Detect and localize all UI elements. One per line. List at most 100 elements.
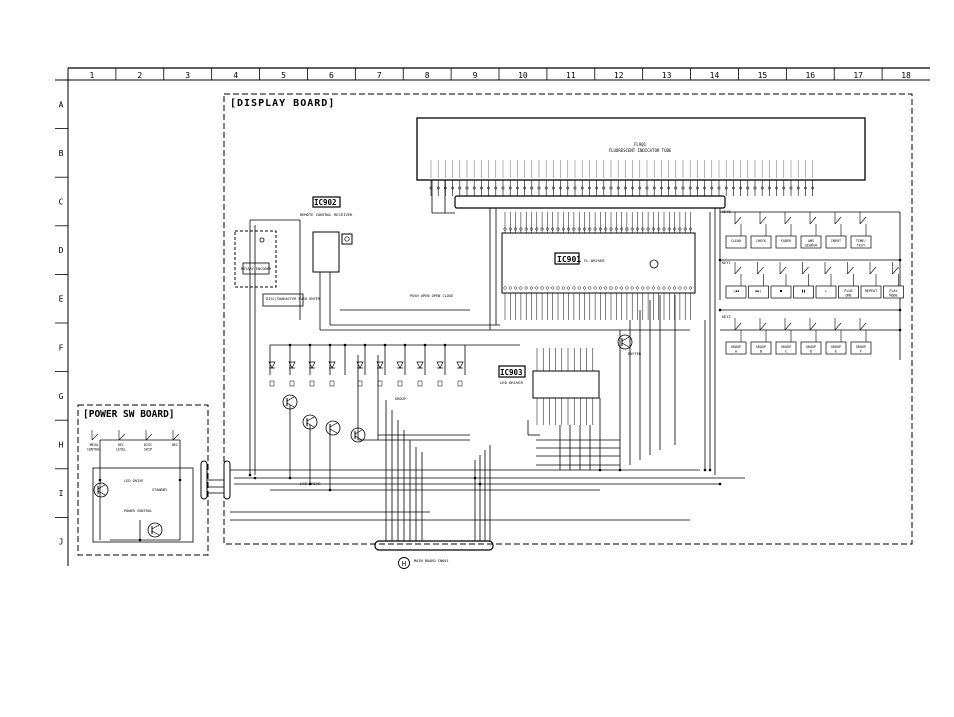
fl-pin-marker — [559, 186, 563, 190]
junction-dot — [383, 343, 387, 347]
fl-pin-marker — [681, 186, 685, 190]
ic901-pin-top-marker — [662, 227, 666, 231]
transistor-icon — [617, 334, 633, 350]
key-switch-icon — [824, 266, 832, 275]
column-label-2: 2 — [137, 71, 142, 80]
ic903-desc: LED DRIVER — [500, 380, 524, 385]
ic901-pin-bottom-marker — [683, 286, 687, 290]
fl-connector-bar — [454, 195, 726, 209]
transistor-collector — [97, 484, 106, 490]
resistor-icon — [417, 380, 423, 387]
ic901-pin-top-marker — [641, 227, 645, 231]
fl-pin-marker — [451, 186, 455, 190]
resistor-icon — [289, 380, 295, 387]
ic901-pin-top-marker — [688, 227, 693, 231]
key-switch-icon — [759, 216, 767, 225]
ic901-pin-top-marker — [683, 227, 687, 231]
column-label-8: 8 — [425, 71, 430, 80]
key-row1-key-label: ■ — [780, 289, 783, 293]
ic902-title: IC902 — [314, 198, 337, 207]
fl-tube-pins — [429, 160, 815, 196]
ic901-pin-top-marker — [582, 227, 587, 231]
fl-pin-marker — [501, 186, 505, 190]
junction-dot — [253, 476, 257, 480]
key-row2-key-label: B — [760, 350, 762, 354]
junction-dot — [138, 538, 142, 542]
key-row0-key-label: AMS — [808, 239, 814, 243]
fl-pin-marker — [465, 186, 469, 190]
key-row1-key-label: MODE — [889, 294, 897, 298]
svg-text:DISC/CHARACTER PUSH ENTER: DISC/CHARACTER PUSH ENTER — [266, 297, 321, 301]
column-label-5: 5 — [281, 71, 286, 80]
key-row2-key-label: GROUP — [831, 345, 841, 349]
fl-pin-marker — [544, 186, 548, 190]
column-label-4: 4 — [233, 71, 238, 80]
key-row0-key-box — [800, 235, 822, 249]
key-row2-key-box — [850, 341, 872, 355]
fl-pin-marker — [760, 186, 764, 190]
key-switch-icon — [892, 266, 899, 275]
fl-pin-marker — [724, 186, 728, 190]
key-row0-key-box — [825, 235, 847, 249]
ic901-pin-bottom-marker — [667, 286, 671, 290]
junction-dot — [288, 343, 292, 347]
column-label-17: 17 — [853, 71, 863, 80]
key-row1-key-box — [725, 285, 747, 299]
resistor-icon — [457, 380, 463, 387]
key-row2-key-box — [800, 341, 822, 355]
svg-text:FL901: FL901 — [634, 142, 647, 147]
fl-pin-marker — [587, 186, 591, 190]
ic901-pin-bottom-marker — [598, 286, 602, 290]
fl-pin-marker — [472, 186, 476, 190]
led-icon — [328, 361, 336, 369]
transistor-collector — [354, 429, 363, 435]
svg-text:LED DRIVE: LED DRIVE — [124, 479, 143, 483]
fl-pin-marker — [803, 186, 807, 190]
ic901-pin-bottom-marker — [604, 286, 608, 290]
ic901-pin-bottom-marker — [651, 286, 655, 290]
key-switch-icon — [869, 266, 877, 275]
key-switch-icon — [834, 322, 842, 331]
column-label-9: 9 — [473, 71, 478, 80]
display-board-outline — [223, 93, 913, 545]
transistor-collector — [151, 524, 160, 530]
fl-pin-marker — [710, 186, 714, 190]
key-row0-key-label: INPUT — [831, 239, 841, 243]
key-switch-icon — [802, 266, 809, 275]
key-row1-key-box — [860, 285, 882, 299]
key-switch-icon — [784, 322, 792, 331]
ic901-pin-bottom-marker — [673, 286, 677, 290]
junction-dot — [98, 478, 102, 482]
key-row0-key-box — [750, 235, 772, 249]
key-row2-key-box — [825, 341, 847, 355]
transistor-collector — [621, 336, 630, 342]
transistor-collector — [329, 422, 338, 428]
power-key-label: LEVEL — [116, 448, 126, 452]
svg-text:KEY0: KEY0 — [722, 210, 731, 214]
ic901-pin-top-marker — [577, 227, 581, 231]
svg-text:POWER CONTROL: POWER CONTROL — [124, 509, 152, 513]
key-switch-icon — [809, 322, 817, 331]
ic901-pin-bottom-marker — [614, 286, 618, 290]
junction-dot — [423, 343, 427, 347]
fl-pin-marker — [717, 186, 721, 190]
ic902: IC902 REMOTE CONTROL RECEIVER — [300, 196, 353, 273]
ic901-pin-bottom-marker — [620, 286, 624, 290]
row-label-J: J — [59, 538, 64, 547]
ic901-pin-bottom-marker — [678, 286, 682, 290]
key-switch-icon — [734, 216, 742, 225]
transistor-emitter — [306, 422, 315, 428]
key-row0-key-label: TIME/ — [856, 239, 866, 243]
row-label-A: A — [59, 100, 64, 109]
key-switch-icon — [757, 266, 764, 275]
key-row1-key-label: ❚❚ — [801, 289, 805, 293]
main-board-circle-icon — [398, 557, 410, 569]
led-icon — [288, 361, 296, 369]
key-switch-icon — [779, 266, 787, 275]
fl-pin-marker — [609, 186, 613, 190]
power-sw-board-title: [POWER SW BOARD] — [83, 409, 175, 420]
ic901-pins — [503, 212, 693, 320]
